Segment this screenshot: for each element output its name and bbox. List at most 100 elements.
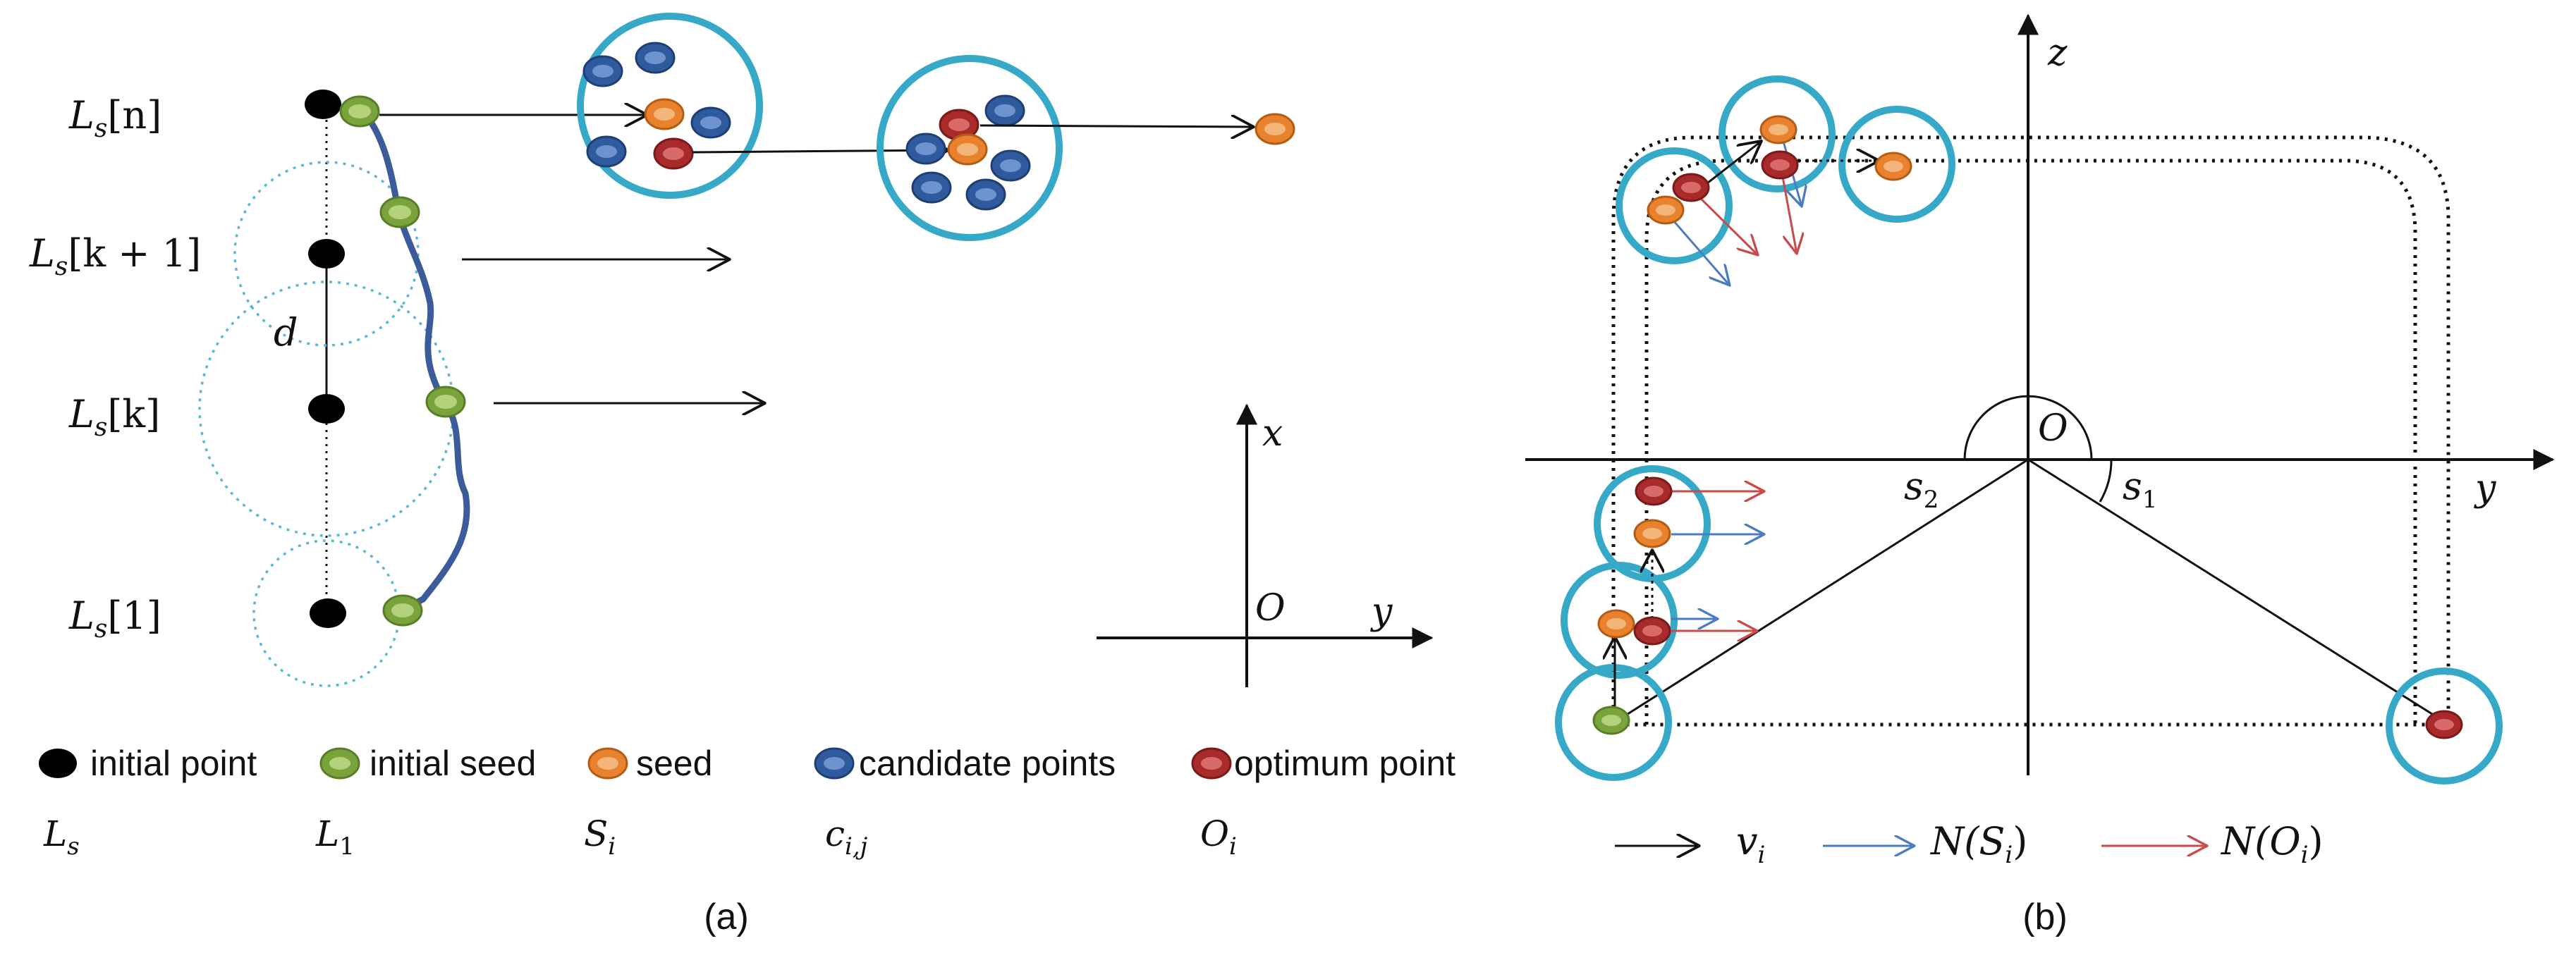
candidate-point-highlight <box>596 145 617 158</box>
optimum-point-highlight <box>1644 486 1664 497</box>
optimum-point-highlight <box>1642 625 1662 636</box>
arrow-optimum-to-circle-2 <box>692 150 948 152</box>
bottom-left-cluster <box>1555 465 1764 781</box>
origin-arc <box>1963 395 2093 460</box>
search-circle-b-2 <box>1719 75 1836 192</box>
search-circle-b-1 <box>1616 147 1733 264</box>
diagonal-right <box>2027 458 2446 724</box>
top-cluster <box>1616 75 1955 712</box>
panel-a-axes: x y O <box>1097 403 1434 687</box>
legend-item-candidate: candidate points ci,j <box>814 744 1116 861</box>
distance-label: d <box>274 310 298 355</box>
search-circle-2 <box>877 55 1063 241</box>
initial-point-k <box>308 394 345 424</box>
legend-initial-seed-label: initial seed <box>370 744 536 783</box>
seed-point-highlight <box>1884 161 1903 172</box>
legend-b: vi N(Si) N(Oi) <box>1615 819 2324 869</box>
search-circle-b-6 <box>1555 664 1672 781</box>
search-circle-b-3 <box>1838 106 1955 223</box>
initial-seed-n-highlight <box>348 104 371 118</box>
angle-label-s2: s2 <box>1904 464 1939 514</box>
legend-optimum-symbol: Oi <box>1200 813 1237 861</box>
legend-initial-point-symbol: Ls <box>43 813 80 861</box>
initial-seed-1-highlight <box>391 603 414 617</box>
seed-point-highlight <box>957 143 978 156</box>
optimum-point-highlight <box>1770 159 1790 171</box>
candidate-point-highlight <box>915 142 936 155</box>
legend-velocity-label: vi <box>1736 819 1765 869</box>
legend-candidate-label: candidate points <box>859 744 1116 783</box>
angle-label-s1: s1 <box>2123 464 2157 514</box>
legend-seed-label: seed <box>636 744 712 783</box>
optimum-point-highlight <box>663 147 684 160</box>
optimum-point-highlight <box>2434 719 2454 730</box>
search-cluster-2 <box>877 55 1063 241</box>
seed-point-highlight <box>1656 204 1675 216</box>
row-label-ls-k-plus-1: Ls[k + 1] <box>29 231 201 281</box>
candidate-point-highlight <box>592 65 614 78</box>
legend-initial-point-marker <box>39 749 77 778</box>
normal-opt-arrow <box>1780 168 1797 254</box>
optimum-point-highlight <box>1681 182 1701 193</box>
seed-path-line <box>358 106 470 614</box>
legend-a: initial point Ls initial seed L1 seed Si… <box>39 744 1455 861</box>
candidate-point-highlight <box>645 51 666 64</box>
legend-item-initial-seed: initial seed L1 <box>315 744 536 861</box>
candidate-point-highlight <box>921 181 942 194</box>
search-cluster-1 <box>577 13 763 199</box>
caption-b: (b) <box>2022 897 2068 937</box>
legend-initial-seed-highlight <box>329 757 350 770</box>
arrow-to-final-seed <box>979 125 1254 127</box>
optimum-point-highlight <box>948 118 970 131</box>
x-axis-label-a: x <box>1262 412 1283 455</box>
initial-seed-point-highlight <box>1601 715 1621 726</box>
legend-seed-symbol: Si <box>584 813 616 861</box>
legend-optimum-highlight <box>1201 757 1222 770</box>
initial-point-k-plus-1 <box>308 239 345 269</box>
initial-seeds <box>339 95 466 627</box>
legend-item-optimum: optimum point Oi <box>1191 744 1455 861</box>
normal-opt-arrow <box>1690 187 1758 255</box>
legend-initial-point-label: initial point <box>90 744 257 783</box>
y-axis-label-b: y <box>2474 467 2496 510</box>
seed-point-highlight <box>1642 528 1662 539</box>
legend-seed-highlight <box>597 757 618 770</box>
search-circle-b-5 <box>1561 562 1678 679</box>
row-label-ls-n: Ls[n] <box>68 93 161 143</box>
legend-item-initial-point: initial point Ls <box>39 744 257 861</box>
search-circle-b-7 <box>2386 668 2503 785</box>
velocity-arrow <box>1697 141 1762 192</box>
seed-point-highlight <box>654 108 675 121</box>
legend-normal-opt-label: N(Oi) <box>2220 819 2324 869</box>
origin-label-a: O <box>1255 587 1286 629</box>
legend-optimum-label: optimum point <box>1234 744 1455 783</box>
candidate-point-highlight <box>1000 159 1021 172</box>
initial-seed-k-highlight <box>434 395 457 409</box>
panel-a: Ls[n] Ls[k + 1] Ls[k] Ls[1] d <box>29 13 1455 937</box>
legend-item-seed: seed Si <box>584 744 712 861</box>
candidate-point-highlight <box>994 104 1015 117</box>
origin-label-b: O <box>2038 407 2068 450</box>
radius-circle-k-plus-1 <box>233 161 420 347</box>
normal-seed-arrow <box>1663 209 1730 285</box>
final-seed-point-highlight <box>1264 123 1286 135</box>
panel-b: z y O s2 s1 <box>1525 13 2555 937</box>
candidate-point-highlight <box>975 188 996 201</box>
angle-arc-s1 <box>2099 459 2113 503</box>
row-label-ls-1: Ls[1] <box>68 593 161 644</box>
search-circle-1 <box>577 13 763 199</box>
y-axis-label-a: y <box>1370 591 1393 633</box>
diagonal-left <box>1617 458 2029 722</box>
seed-point-highlight <box>1606 618 1626 629</box>
caption-a: (a) <box>704 897 749 937</box>
row-label-ls-k: Ls[k] <box>68 392 160 442</box>
inner-dotted-path <box>1644 159 2417 725</box>
initial-point-1 <box>310 598 346 628</box>
legend-candidate-symbol: ci,j <box>825 813 868 861</box>
candidate-point-highlight <box>700 116 721 129</box>
initial-seed-k-plus-1-highlight <box>389 205 411 219</box>
bottom-right-cluster <box>2386 668 2503 785</box>
legend-candidate-highlight <box>824 757 845 770</box>
z-axis-label-b: z <box>2047 32 2068 74</box>
